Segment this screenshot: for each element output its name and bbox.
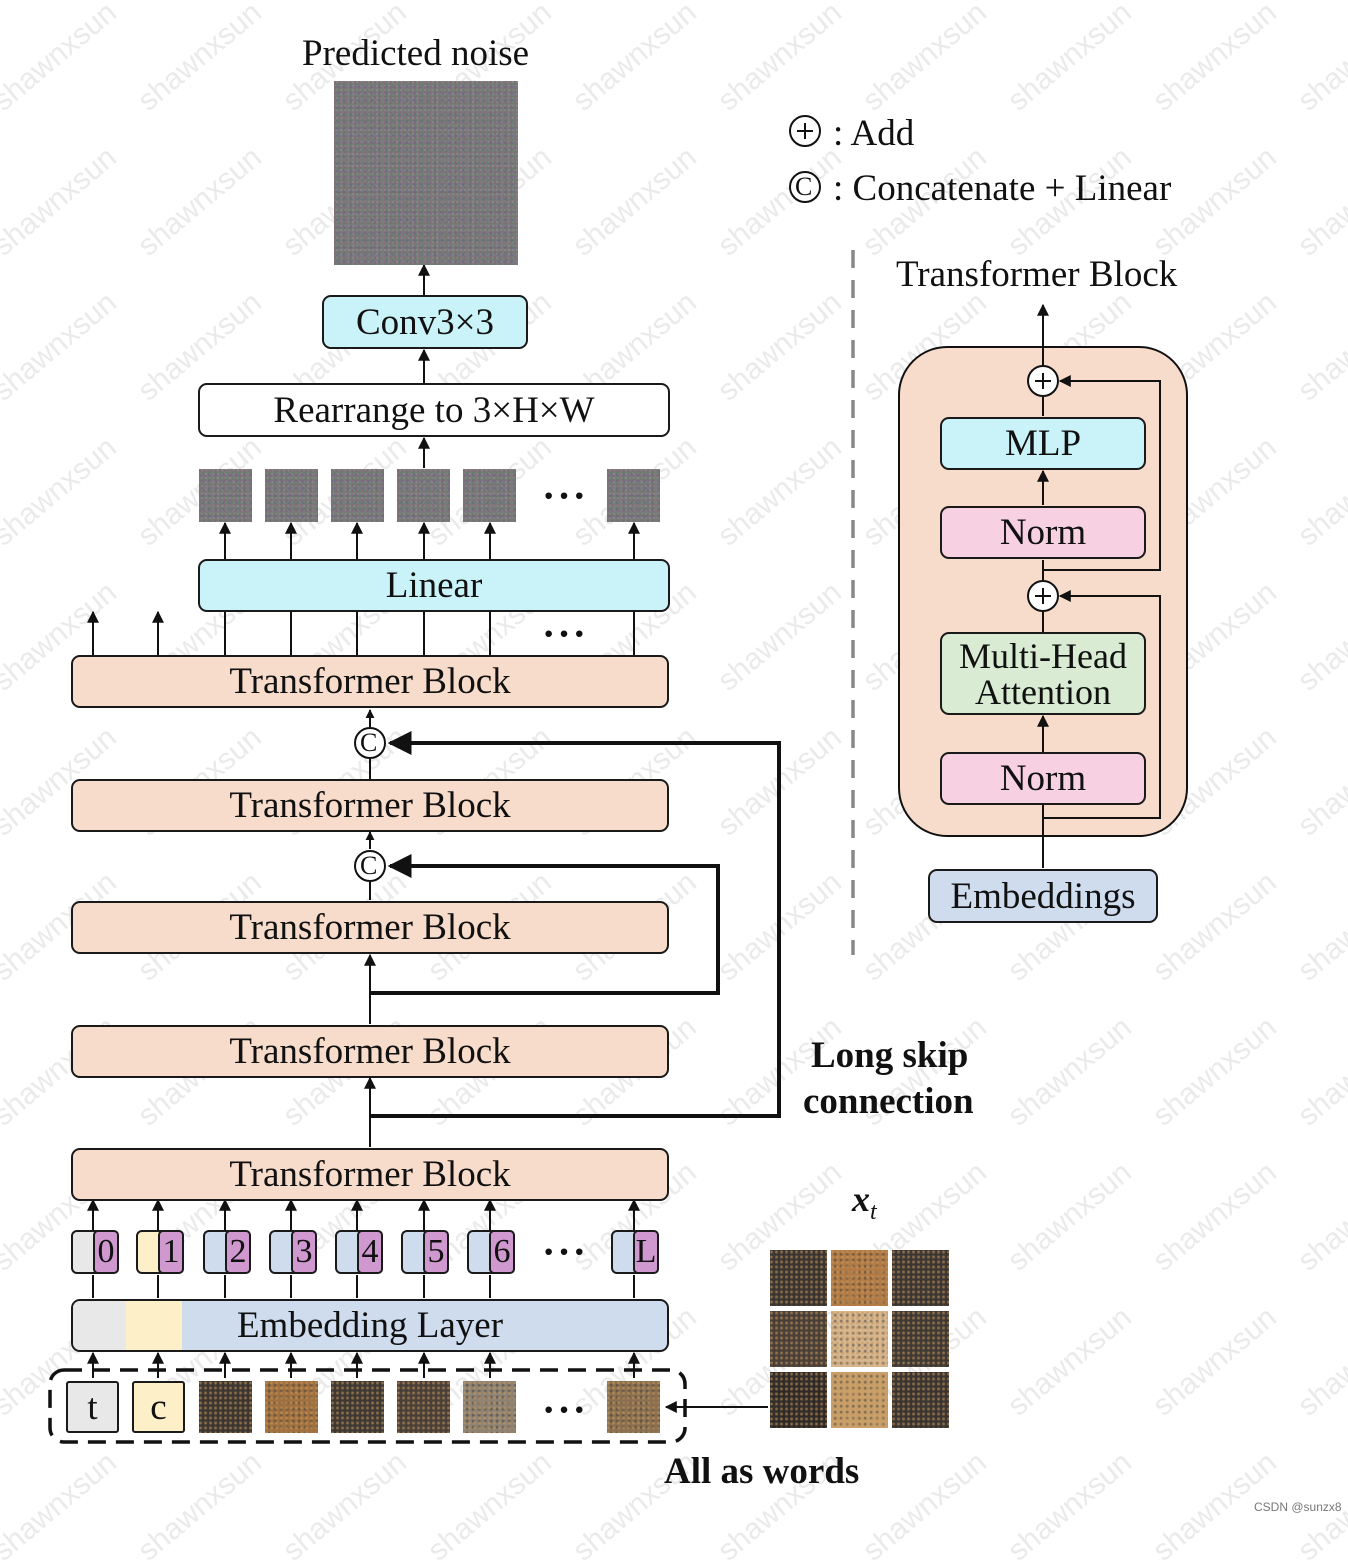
long-skip-label-2: connection [803,1081,974,1122]
detail-title: Transformer Block [896,254,1178,295]
attention-line-1: Multi-Head [959,635,1127,676]
legend-add-text: : Add [833,113,915,154]
input-patch [463,1381,516,1433]
footer-credit: CSDN @sunzx8 [1254,1500,1342,1514]
transformer-block-4: Transformer Block [71,779,669,832]
xt-patch [770,1372,827,1428]
transformer-block-2: Transformer Block [71,1025,669,1078]
transformer-block-5: Transformer Block [71,655,669,708]
input-patch [331,1381,384,1433]
xt-symbol: x [852,1179,870,1219]
token-position-label: L [633,1230,659,1274]
legend-concat-letter: C [795,172,813,201]
all-as-words-label: All as words [664,1451,860,1492]
predicted-noise-image [334,81,518,265]
input-token-c: c [132,1381,185,1433]
predicted-noise-label: Predicted noise [302,33,530,74]
embedding-layer-label: Embedding Layer [236,1305,504,1346]
output-patch [463,469,516,522]
transformer-block-1: Transformer Block [71,1148,669,1201]
patches-ellipsis: ··· [542,473,589,518]
xt-patch [892,1311,949,1367]
arrows-inputs-to-embedding [87,1351,640,1378]
rearrange-box: Rearrange to 3×H×W [198,383,670,437]
token-position-label: 1 [158,1230,184,1274]
arrows-embedding-to-tokens [92,1275,635,1298]
token-6: 6 [467,1230,515,1274]
embedding-layer-box: Embedding Layer [71,1299,669,1352]
token-position-label: 4 [357,1230,383,1274]
detail-attention-box: Multi-Head Attention [940,632,1146,715]
input-patch [607,1381,660,1433]
xt-patch [892,1250,949,1306]
token-0: 0 [71,1230,119,1274]
attention-line-2: Attention [975,671,1111,712]
token-5: 5 [401,1230,449,1274]
arrows-tokens-to-block [87,1198,640,1230]
token-4: 4 [335,1230,383,1274]
output-patch [331,469,384,522]
linear-ellipsis: ··· [542,611,589,656]
token-2: 2 [203,1230,251,1274]
xt-patch [831,1311,888,1367]
concat-letter-upper: C [360,728,378,757]
linear-box: Linear [198,559,670,612]
legend-concat-text: : Concatenate + Linear [833,168,1172,209]
xt-label: xt [852,1178,877,1226]
token-1: 1 [136,1230,184,1274]
token-3: 3 [269,1230,317,1274]
xt-patch [831,1372,888,1428]
xt-patch [770,1250,827,1306]
token-position-label: 0 [93,1230,119,1274]
detail-norm-box-upper: Norm [940,506,1146,559]
input-patch [199,1381,252,1433]
output-patch [199,469,252,522]
tokens-ellipsis: ··· [542,1229,589,1274]
concat-circle-upper [354,727,386,759]
detail-mlp-box: MLP [940,417,1146,470]
conv3x3-box: Conv3×3 [322,295,528,349]
embedding-segment-t [73,1301,126,1350]
xt-patch [892,1372,949,1428]
detail-embeddings-box: Embeddings [928,869,1158,923]
concat-letter-lower: C [360,851,378,880]
transformer-block-3: Transformer Block [71,901,669,954]
input-token-t: t [66,1381,119,1433]
output-patch [607,469,660,522]
output-patch [265,469,318,522]
skip-connection-short [370,854,720,995]
token-position-label: 2 [225,1230,251,1274]
token-position-label: 6 [489,1230,515,1274]
embedding-segment-c [126,1301,182,1350]
xt-patch [831,1250,888,1306]
output-patch [397,469,450,522]
arrows-top-block-outputs [87,610,635,655]
legend-concat-circle [789,171,821,203]
xt-image [770,1250,949,1428]
input-patch [265,1381,318,1433]
detail-norm-box-lower: Norm [940,752,1146,805]
input-patch [397,1381,450,1433]
skip-connection-long [370,731,781,1118]
token-position-label: 5 [423,1230,449,1274]
xt-subscript: t [870,1199,877,1226]
input-ellipsis: ··· [542,1387,589,1432]
token-L: L [611,1230,659,1274]
detail-connectors [1037,303,1161,868]
concat-circle-lower [354,850,386,882]
long-skip-label-1: Long skip [811,1035,969,1076]
token-position-label: 3 [291,1230,317,1274]
arrows-linear-to-patches [219,521,640,560]
xt-patch [770,1311,827,1367]
